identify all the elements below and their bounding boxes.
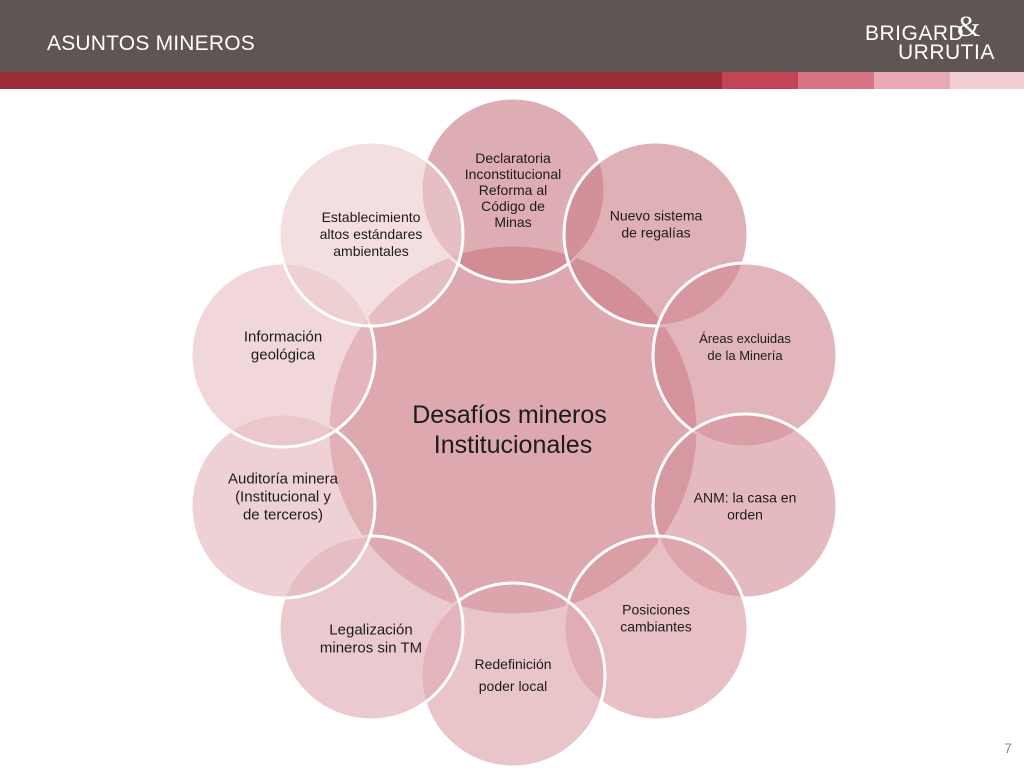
node-label-1-line-4: Código de bbox=[481, 198, 545, 214]
node-label-7-line-2: mineros sin TM bbox=[320, 639, 422, 656]
header-bar bbox=[0, 0, 1024, 72]
stripe-segment-5 bbox=[950, 72, 1024, 89]
node-label-8-line-2: (Institucional y bbox=[235, 488, 331, 505]
logo-ampersand: & bbox=[957, 10, 981, 43]
node-label-5-line-2: cambiantes bbox=[620, 618, 692, 634]
center-label: Desafíos mineros Institucionales bbox=[412, 401, 613, 459]
node-label-1-line-2: Inconstitucional bbox=[465, 166, 562, 182]
node-label-2-line-2: de regalías bbox=[621, 224, 690, 240]
logo-line1: BRIGARD bbox=[865, 22, 965, 45]
node-label-6-line-1: Redefinición bbox=[474, 656, 551, 672]
node-label-5-line-1: Posiciones bbox=[622, 601, 690, 617]
node-label-3-line-1: Áreas excluidas bbox=[699, 331, 791, 346]
center-label-line-1: Desafíos mineros bbox=[412, 401, 607, 429]
node-label-4-line-2: orden bbox=[727, 506, 763, 522]
node-label-8-line-3: de terceros) bbox=[243, 506, 323, 523]
logo-line2: URRUTIA bbox=[898, 41, 995, 64]
node-label-6-line-2: poder local bbox=[479, 678, 548, 694]
brigard-urrutia-logo: BRIGARD & URRUTIA bbox=[862, 10, 1002, 64]
center-label-line-2: Institucionales bbox=[434, 431, 592, 459]
page-number: 7 bbox=[1004, 740, 1012, 756]
stripe-segment-4 bbox=[874, 72, 950, 89]
node-circle-10 bbox=[277, 140, 465, 328]
stripe-segment-2 bbox=[722, 72, 798, 89]
stripe-segment-1 bbox=[0, 72, 722, 89]
node-label-1-line-5: Minas bbox=[494, 214, 531, 230]
node-label-10-line-2: altos estándares bbox=[320, 226, 423, 242]
page-title: ASUNTOS MINEROS bbox=[47, 32, 255, 55]
node-label-1-line-1: Declaratoria bbox=[475, 150, 551, 166]
node-label-7-line-1: Legalización bbox=[329, 621, 412, 638]
node-label-10-line-3: ambientales bbox=[333, 243, 409, 259]
node-label-6: Redefinición poder local bbox=[474, 656, 551, 694]
node-label-3: Áreas excluidas de la Minería bbox=[699, 331, 791, 363]
node-label-2-line-1: Nuevo sistema bbox=[610, 207, 703, 223]
node-label-4-line-1: ANM: la casa en bbox=[694, 489, 797, 505]
node-label-9-line-2: geológica bbox=[251, 346, 316, 363]
node-label-3-line-2: de la Minería bbox=[707, 348, 783, 363]
node-label-1-line-3: Reforma al bbox=[479, 182, 547, 198]
stripe-segment-3 bbox=[798, 72, 874, 89]
node-label-9-line-1: Información bbox=[244, 328, 322, 345]
node-label-10-line-1: Establecimiento bbox=[322, 209, 421, 225]
node-label-8-line-1: Auditoría minera bbox=[228, 470, 339, 487]
